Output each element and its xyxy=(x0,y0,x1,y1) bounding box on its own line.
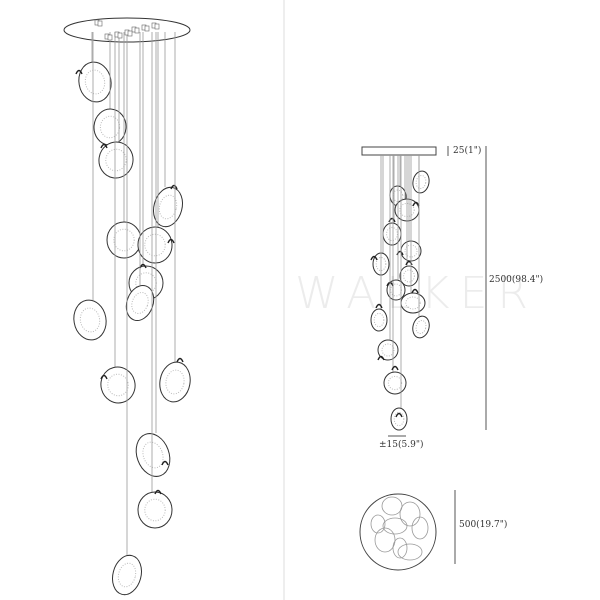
pendant-hook xyxy=(375,303,383,309)
perspective-view xyxy=(63,17,191,596)
pendant-hook xyxy=(405,260,413,266)
pendant-texture xyxy=(381,343,395,357)
pendant-texture xyxy=(117,562,137,588)
pendant-hook xyxy=(412,201,420,207)
pendant-hook xyxy=(100,374,108,380)
pendant-hook xyxy=(170,184,178,190)
pendant-texture xyxy=(375,256,387,272)
pendant-texture xyxy=(386,226,398,242)
glass-pendant xyxy=(399,265,419,287)
pendant-texture xyxy=(393,411,405,427)
glass-pendant xyxy=(383,371,407,395)
pendant-texture xyxy=(113,228,135,252)
glass-pendant xyxy=(137,491,173,529)
glass-pendant xyxy=(106,221,142,259)
pendant-hook xyxy=(370,255,378,261)
glass-pendant xyxy=(78,61,112,103)
pendant-outline-top xyxy=(397,543,423,561)
diameter-label: 500(19.7") xyxy=(459,520,508,530)
pendant-texture xyxy=(99,115,121,139)
wire-connector xyxy=(117,32,123,39)
pendant-texture xyxy=(405,296,421,310)
watermark: WALKER xyxy=(295,268,538,319)
glass-pendant xyxy=(412,315,430,339)
wire-connector xyxy=(127,30,133,37)
pendant-outline-top xyxy=(399,501,421,527)
wire-connector xyxy=(144,25,150,32)
glass-pendant xyxy=(159,361,191,403)
pendant-hook xyxy=(75,69,83,75)
pendant-hook xyxy=(396,250,404,256)
glass-pendant xyxy=(412,170,430,194)
pendant-hook xyxy=(377,355,385,361)
pendant-outline-top xyxy=(370,514,386,534)
pendant-texture xyxy=(79,307,101,333)
pendant-outline-top xyxy=(381,496,403,516)
glass-pendant xyxy=(73,299,107,341)
pendant-hook xyxy=(176,357,184,363)
pendant-hook xyxy=(154,489,162,495)
wire-connector xyxy=(134,27,140,34)
canopy-bottom-outline xyxy=(359,493,437,571)
canopy xyxy=(361,146,437,156)
pendant-hook xyxy=(139,263,147,269)
pendant-hook xyxy=(161,460,169,466)
glass-pendant xyxy=(135,433,171,477)
glass-pendant xyxy=(386,279,406,301)
glass-pendant xyxy=(137,226,173,264)
glass-pendant xyxy=(112,554,142,596)
pendant-texture xyxy=(105,148,127,172)
pendant-texture xyxy=(415,320,427,334)
pendant-texture xyxy=(144,233,166,257)
pendant-hook xyxy=(411,288,419,294)
tolerance-label: ±15(5.9") xyxy=(379,440,424,450)
glass-pendant xyxy=(93,108,127,146)
pendant-texture xyxy=(165,369,185,395)
pendant-hook xyxy=(395,412,403,418)
front-view xyxy=(361,146,437,431)
wire-connector xyxy=(107,34,113,41)
pendant-hook xyxy=(388,217,396,223)
glass-pendant xyxy=(390,407,408,431)
bottom-view xyxy=(359,493,437,571)
dimension-lines xyxy=(388,146,487,564)
total-height-label: 2500(98.4") xyxy=(489,275,544,285)
pendant-texture xyxy=(373,312,385,328)
glass-pendant xyxy=(98,141,134,179)
pendant-texture xyxy=(158,194,178,220)
pendant-outline-top xyxy=(374,527,396,553)
pendant-outline-top xyxy=(392,537,408,559)
pendant-hook xyxy=(167,238,175,244)
pendant-outline-top xyxy=(382,517,408,535)
pendant-texture xyxy=(144,498,166,522)
wire-connector xyxy=(97,20,103,27)
pendant-outline-top xyxy=(411,516,429,540)
pendant-hook xyxy=(391,365,399,371)
glass-pendant xyxy=(370,308,388,332)
glass-pendant xyxy=(153,186,183,228)
pendant-texture xyxy=(387,375,403,391)
pendant-hook xyxy=(100,143,108,149)
pendant-texture xyxy=(415,174,427,190)
pendant-texture xyxy=(131,292,149,314)
glass-pendant xyxy=(100,366,136,404)
wire-connector xyxy=(154,23,160,30)
canopy-height-label: 25(1") xyxy=(453,146,482,156)
pendant-texture xyxy=(403,269,415,283)
pendant-texture xyxy=(107,373,129,397)
